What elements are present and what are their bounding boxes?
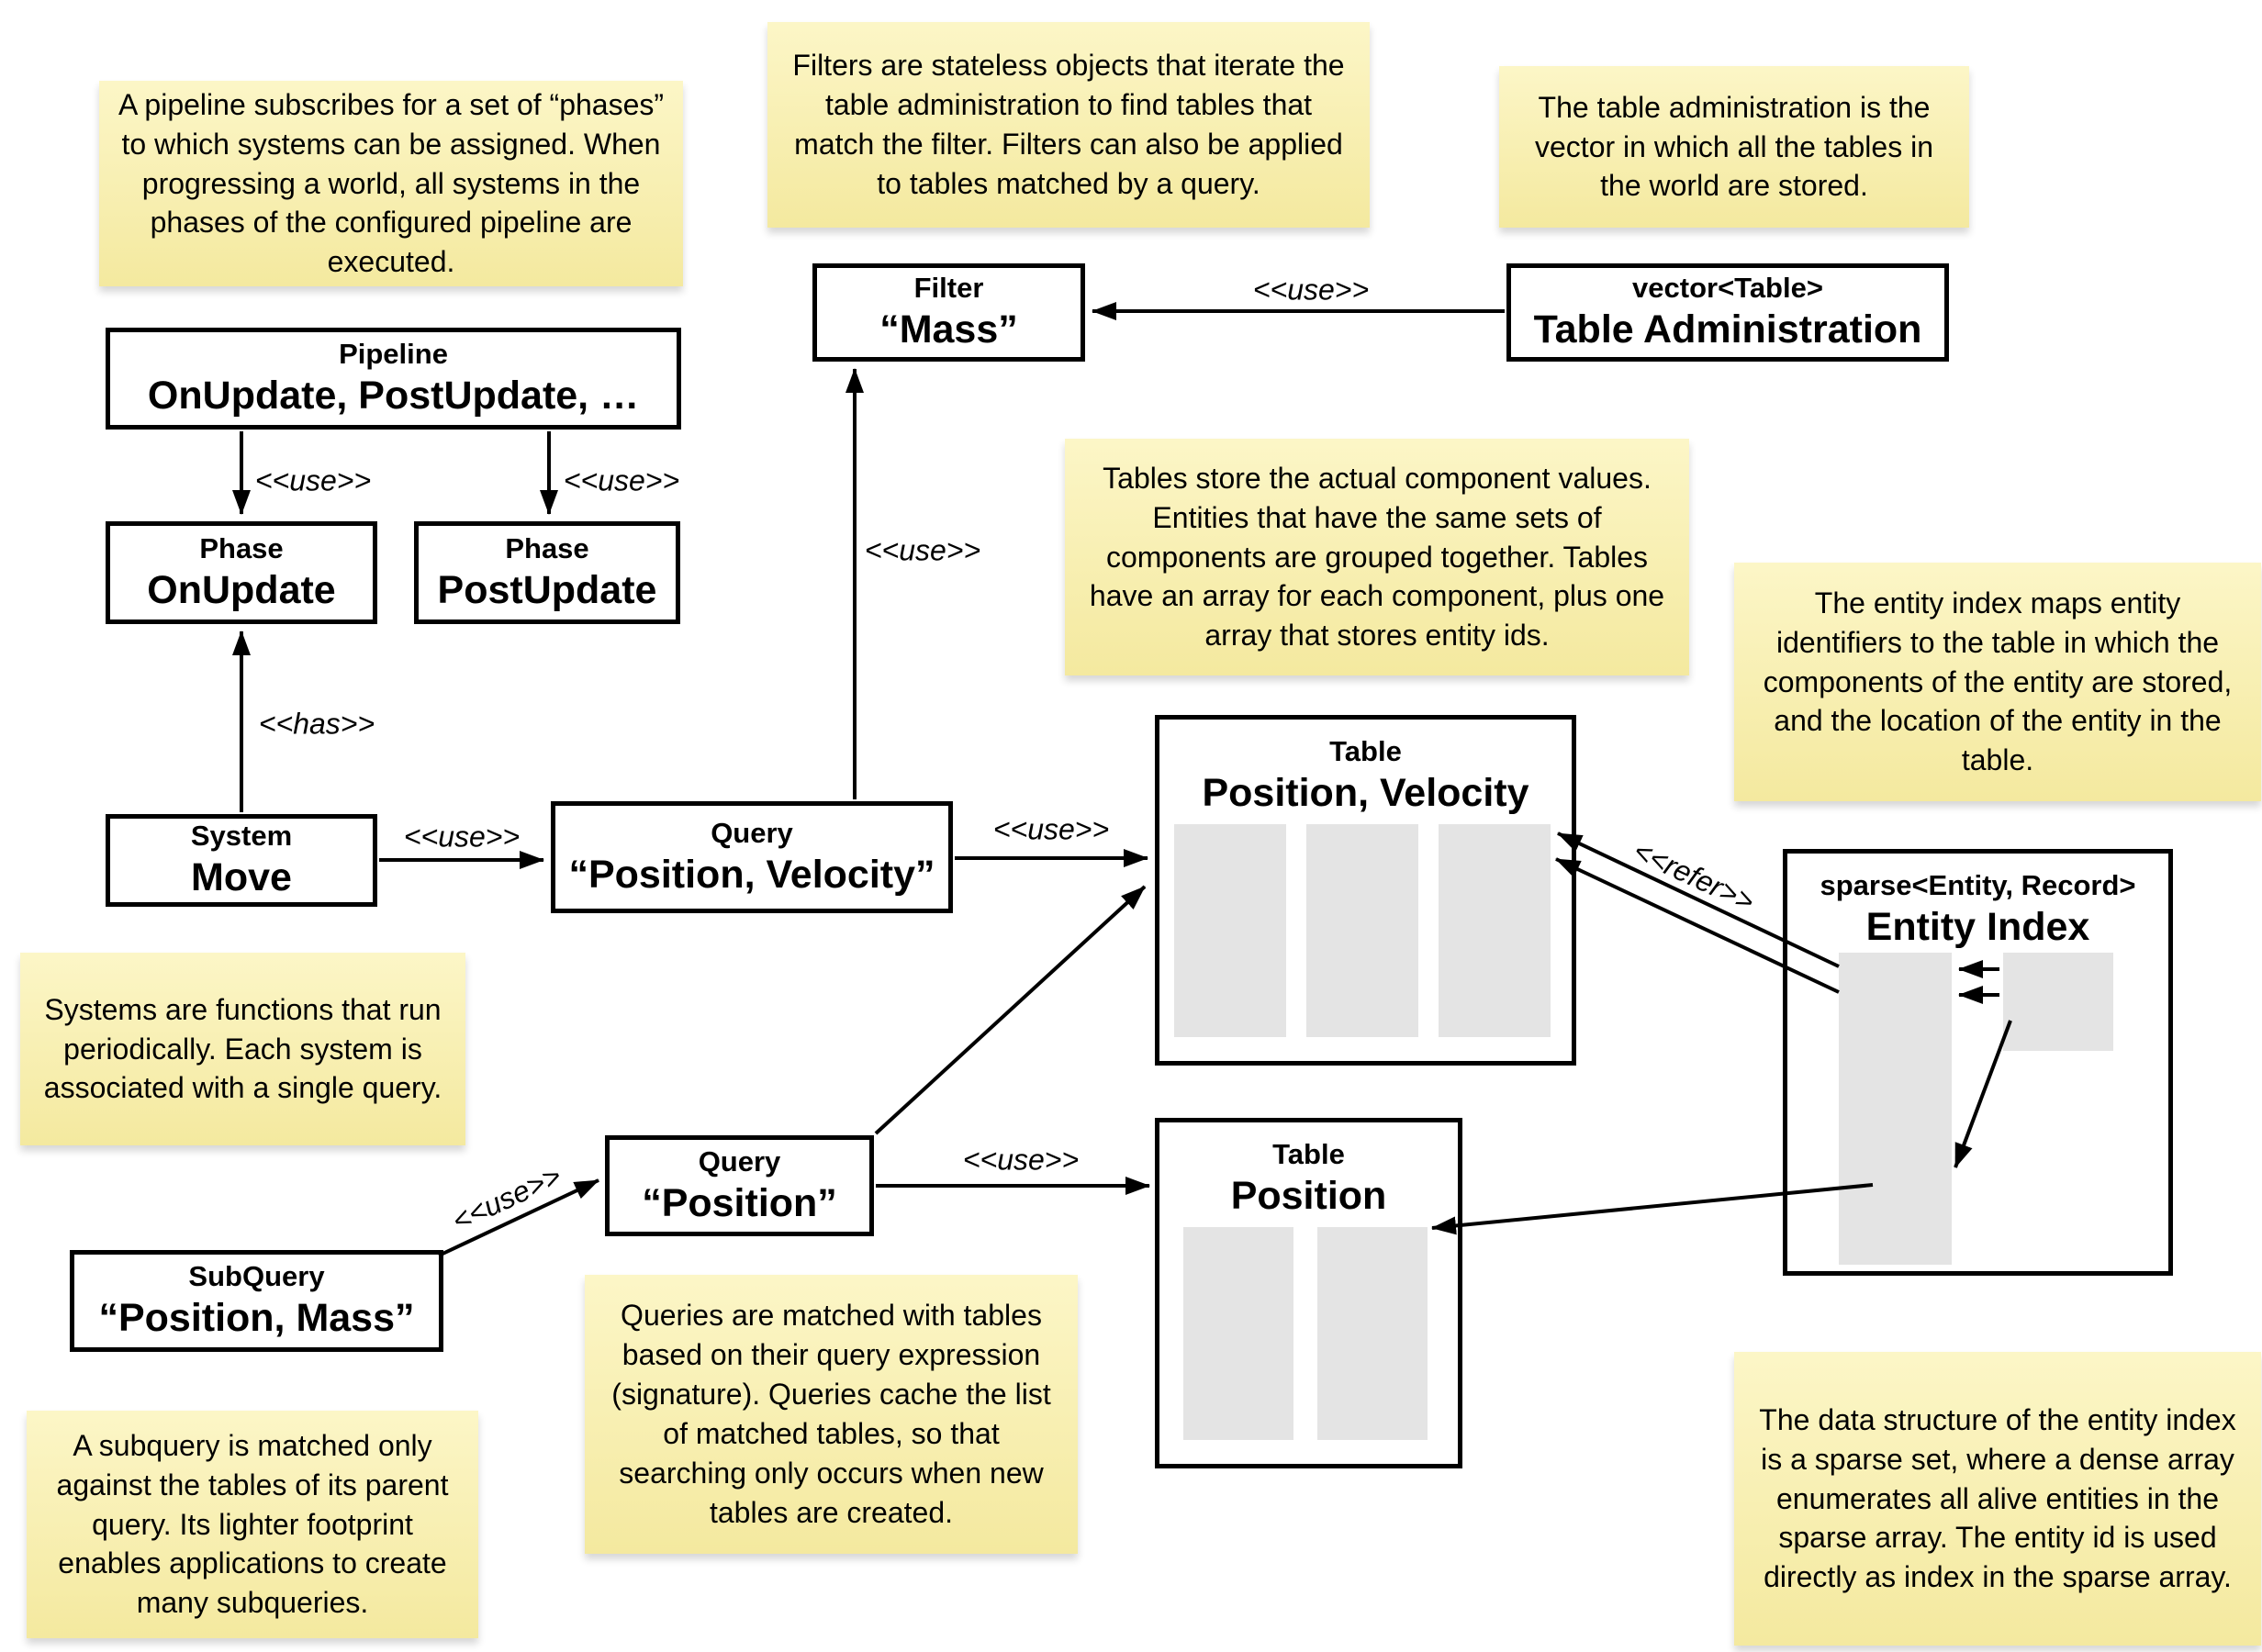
dense-array bbox=[2003, 953, 2113, 1051]
note-pipeline: A pipeline subscribes for a set of “phas… bbox=[99, 81, 683, 286]
box-query-position-velocity-stereotype: Query bbox=[711, 816, 793, 849]
edge-label-use-querypos-tablepos: <<use>> bbox=[962, 1143, 1080, 1177]
note-filters: Filters are stateless objects that itera… bbox=[767, 22, 1370, 228]
box-query-position-label: “Position” bbox=[642, 1180, 837, 1225]
box-system-move-stereotype: System bbox=[190, 820, 293, 853]
box-table-position-stereotype: Table bbox=[1272, 1138, 1345, 1170]
note-table-administration: The table administration is the vector i… bbox=[1499, 66, 1969, 228]
edge-label-has-system-phase: <<has>> bbox=[258, 707, 375, 741]
edge-label-use-pipeline-phase-postupdate: <<use>> bbox=[563, 463, 680, 497]
box-filter-mass: Filter “Mass” bbox=[812, 263, 1085, 362]
box-table-administration-label: Table Administration bbox=[1533, 307, 1922, 352]
entity-id-array bbox=[1439, 824, 1551, 1037]
box-query-position-velocity-label: “Position, Velocity” bbox=[568, 852, 935, 897]
note-subquery: A subquery is matched only against the t… bbox=[27, 1411, 478, 1638]
note-queries: Queries are matched with tables based on… bbox=[585, 1275, 1078, 1554]
component-array-position bbox=[1183, 1227, 1293, 1440]
box-entity-index: sparse<Entity, Record> Entity Index bbox=[1783, 849, 2173, 1276]
box-table-administration-stereotype: vector<Table> bbox=[1632, 272, 1823, 305]
edge-label-use-system-query: <<use>> bbox=[403, 820, 521, 854]
box-entity-index-label: Entity Index bbox=[1865, 905, 2090, 950]
box-phase-postupdate-stereotype: Phase bbox=[505, 531, 589, 564]
edge-label-use-query-filter: <<use>> bbox=[864, 533, 981, 567]
box-pipeline: Pipeline OnUpdate, PostUpdate, … bbox=[106, 328, 681, 430]
note-sparse-set: The data structure of the entity index i… bbox=[1734, 1352, 2261, 1646]
box-system-move: System Move bbox=[106, 814, 377, 907]
box-table-position-velocity-label: Position, Velocity bbox=[1202, 771, 1529, 816]
box-pipeline-stereotype: Pipeline bbox=[339, 338, 448, 371]
box-subquery-position-mass-label: “Position, Mass” bbox=[98, 1296, 415, 1341]
component-array-velocity bbox=[1306, 824, 1418, 1037]
box-table-position-label: Position bbox=[1230, 1174, 1387, 1219]
box-table-administration: vector<Table> Table Administration bbox=[1506, 263, 1949, 362]
note-systems: Systems are functions that run periodica… bbox=[20, 953, 465, 1145]
box-phase-onupdate-label: OnUpdate bbox=[147, 567, 336, 612]
component-array-position bbox=[1174, 824, 1286, 1037]
box-subquery-position-mass-stereotype: SubQuery bbox=[188, 1260, 325, 1293]
box-query-position: Query “Position” bbox=[605, 1135, 874, 1236]
edge-label-refer-entityindex-table: <<refer>> bbox=[1628, 833, 1760, 919]
box-subquery-position-mass: SubQuery “Position, Mass” bbox=[70, 1250, 443, 1352]
note-tables: Tables store the actual component values… bbox=[1065, 439, 1689, 675]
sparse-array bbox=[1839, 953, 1952, 1265]
box-table-position-velocity-stereotype: Table bbox=[1329, 735, 1402, 767]
box-query-position-stereotype: Query bbox=[698, 1144, 781, 1178]
box-table-position: Table Position bbox=[1155, 1118, 1462, 1468]
box-system-move-label: Move bbox=[191, 855, 292, 900]
box-table-position-velocity: Table Position, Velocity bbox=[1155, 715, 1576, 1066]
edge-label-use-subquery-query: <<use>> bbox=[446, 1158, 566, 1238]
box-filter-mass-label: “Mass” bbox=[879, 307, 1018, 352]
box-query-position-velocity: Query “Position, Velocity” bbox=[551, 801, 953, 913]
box-pipeline-label: OnUpdate, PostUpdate, … bbox=[147, 374, 640, 419]
box-phase-postupdate: Phase PostUpdate bbox=[414, 521, 680, 624]
box-phase-onupdate: Phase OnUpdate bbox=[106, 521, 377, 624]
box-phase-postupdate-label: PostUpdate bbox=[437, 567, 657, 612]
edge-label-use-tableadmin-filter: <<use>> bbox=[1252, 273, 1370, 307]
entity-id-array bbox=[1317, 1227, 1428, 1440]
arrow-querypos-to-tablepv bbox=[874, 885, 1147, 1135]
box-filter-mass-stereotype: Filter bbox=[913, 272, 984, 305]
edge-label-use-querypv-tablepv: <<use>> bbox=[992, 812, 1110, 846]
edge-label-use-pipeline-phase-onupdate: <<use>> bbox=[254, 463, 372, 497]
box-entity-index-stereotype: sparse<Entity, Record> bbox=[1820, 869, 2136, 901]
note-entity-index: The entity index maps entity identifiers… bbox=[1734, 563, 2261, 801]
box-phase-onupdate-stereotype: Phase bbox=[199, 531, 284, 564]
